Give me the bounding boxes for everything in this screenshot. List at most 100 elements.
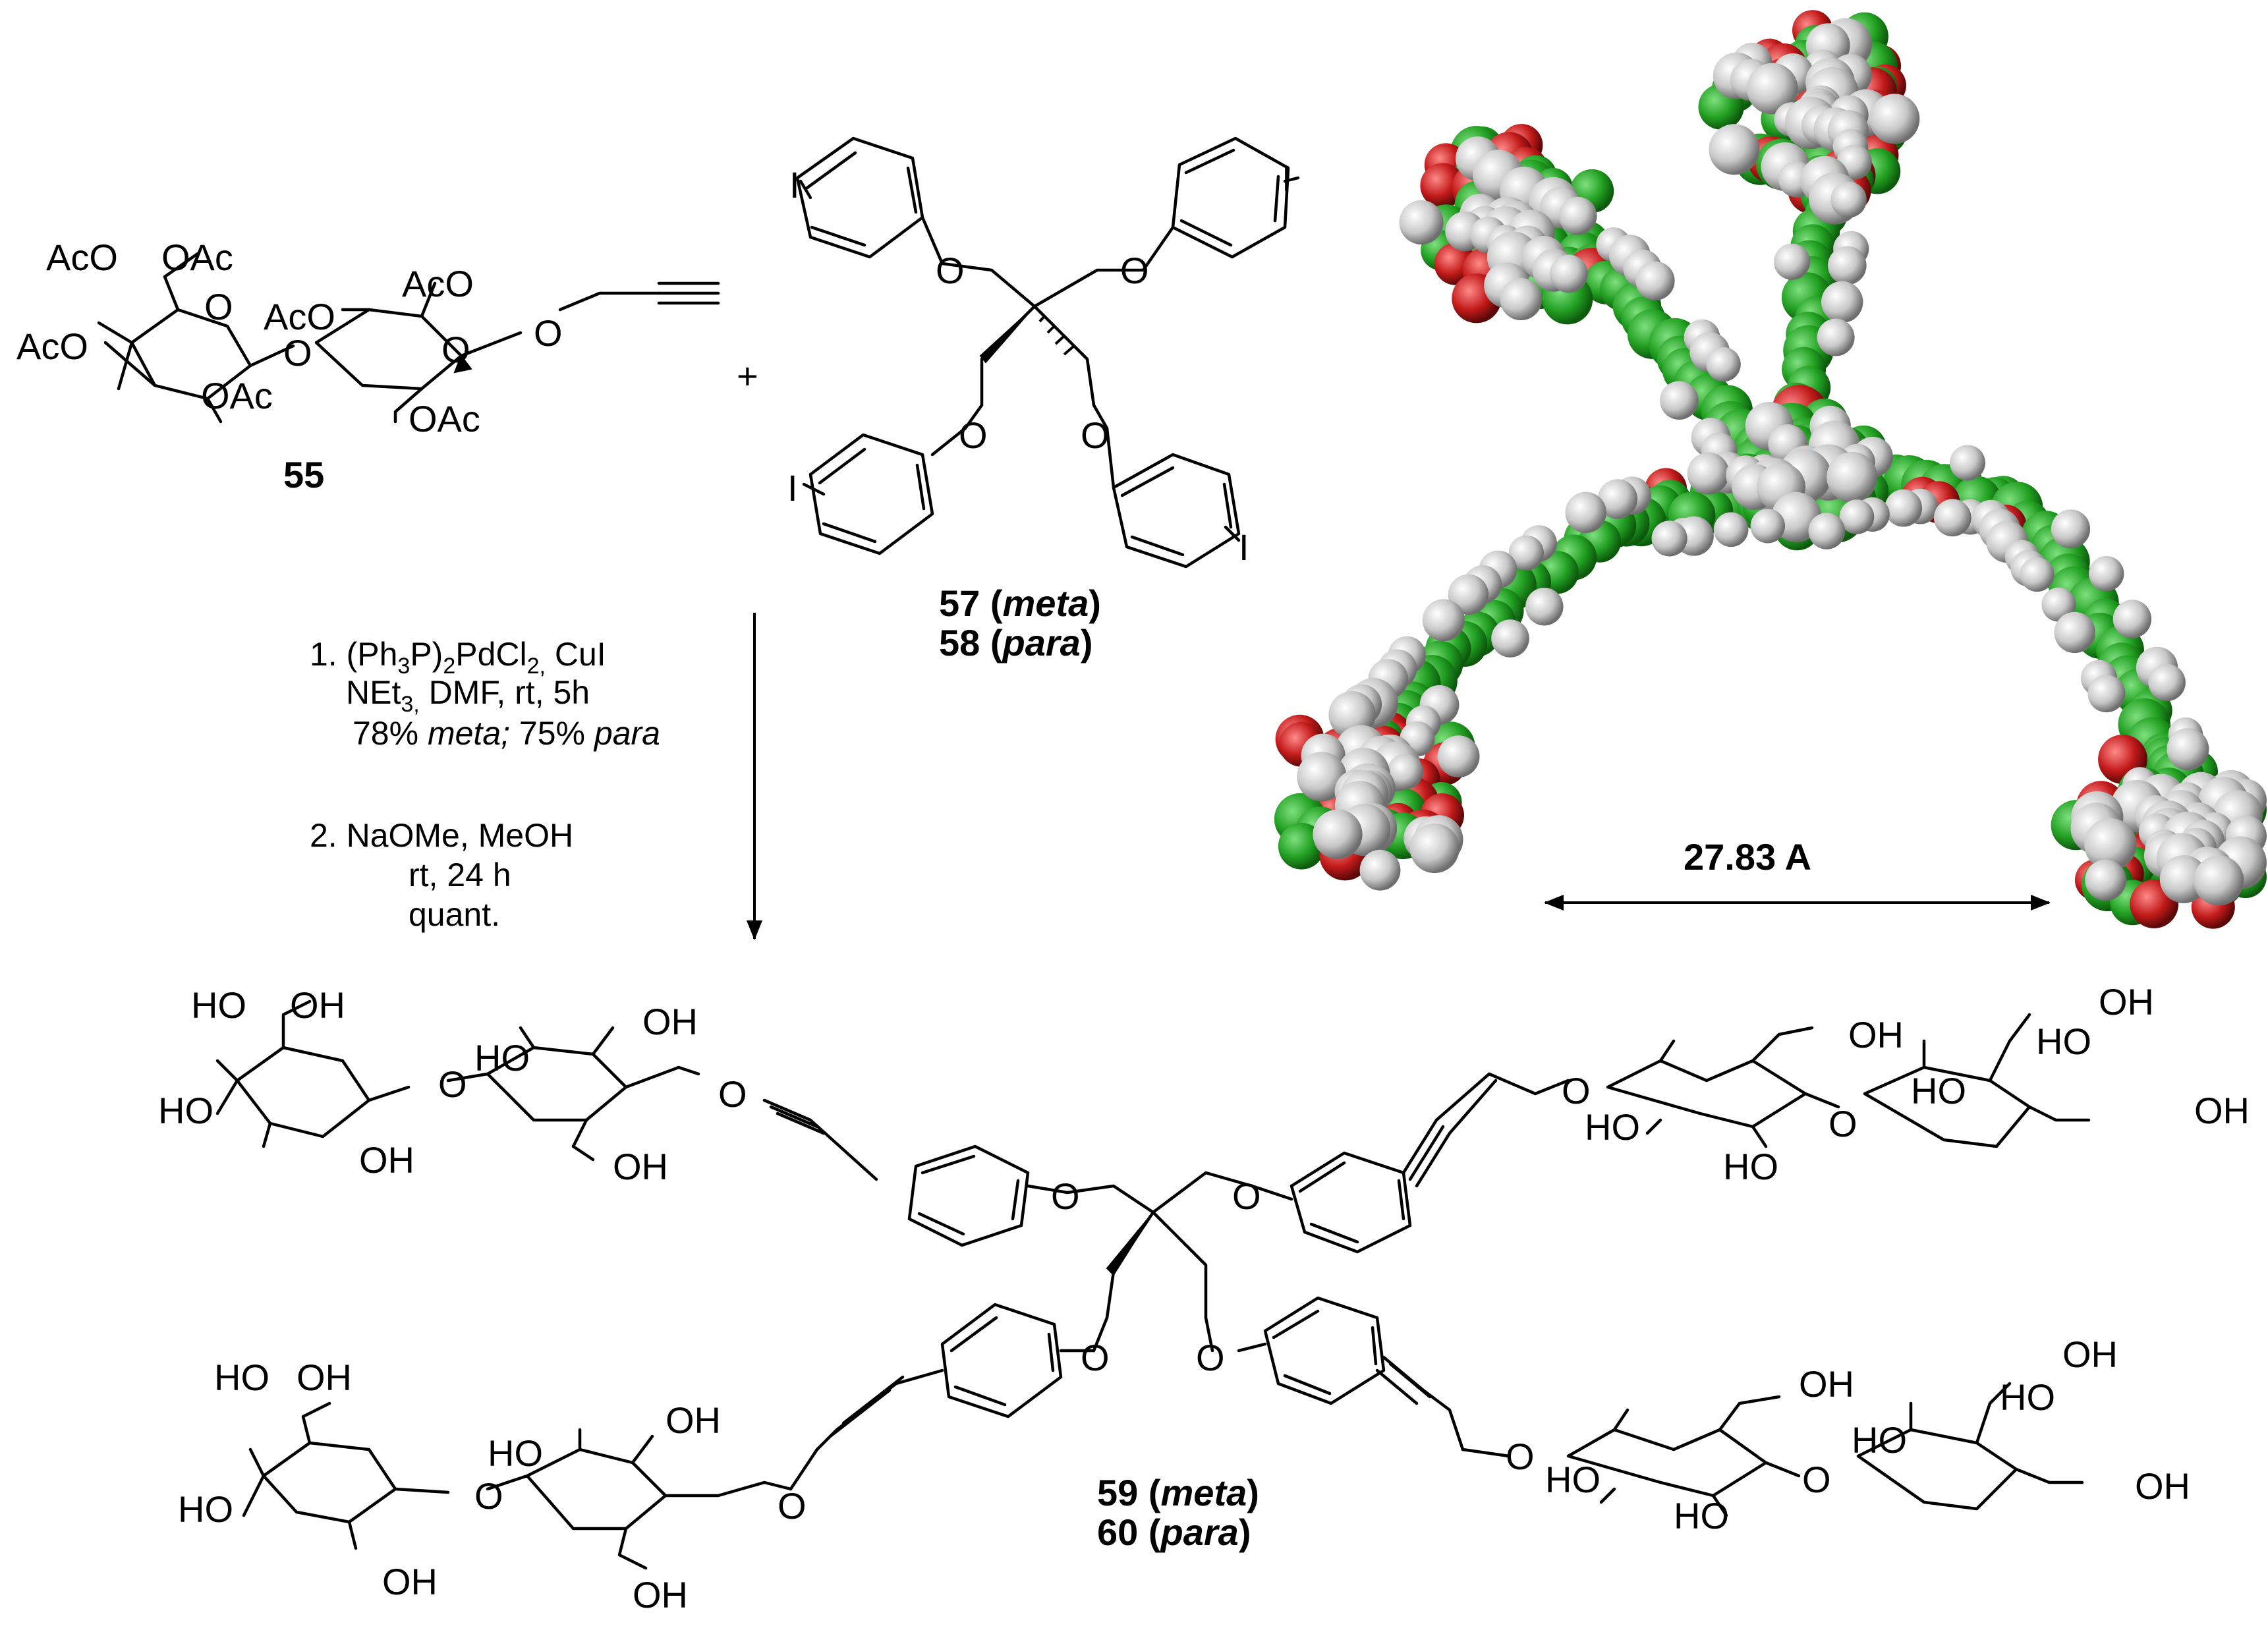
product-o-6: O [1829,1103,1857,1144]
hydrogen-atom [1399,200,1444,245]
hydrogen-atom [1660,381,1699,420]
hydrogen-atom [2054,611,2095,654]
hydrogen-atom [2041,587,2076,622]
oh-label-18: OH [382,1561,438,1602]
hydrogen-atom [1713,512,1749,548]
hydrogen-atom [2194,855,2244,906]
condition-step1-line1: 1. (Ph3P)2PdCl2, CuI [310,636,606,679]
oh-label-15: HO [214,1357,269,1398]
compound-57-label: 57 (meta) [939,582,1101,624]
hydrogen-atom [1830,181,1867,218]
cond-3b: meta; [428,715,510,752]
product-o-10: O [778,1485,807,1527]
label-bridge-o: O [283,332,312,374]
iodine-2: I [1282,157,1292,199]
oh-label-25: HO [1852,1419,1907,1461]
compound-58-number: 58 [939,622,980,663]
cond-3a: 78% [353,715,428,752]
oh-label-1: HO [191,984,246,1026]
label-oac-3: OAc [409,398,480,439]
hydrogen-atom [2020,557,2055,592]
oh-label-20: OH [666,1399,721,1441]
compound-60-tag: para [1160,1511,1239,1553]
hydrogen-atom [1821,281,1863,324]
cond-2b: 3, [401,692,419,717]
oh-label-28: HO [1674,1495,1729,1536]
hydrogen-atom [1550,254,1588,293]
oh-label-24: HO [2000,1376,2055,1418]
hydrogen-atom [1565,492,1606,533]
oh-label-19: HO [488,1432,543,1474]
product-59-60-structure [215,999,2091,1570]
oh-label-7: OH [613,1146,668,1187]
distance-label: 27.83 A [1684,836,1811,878]
hydrogen-atom [1869,94,1920,144]
oh-label-8: OH [1848,1014,1904,1055]
ether-o-1: O [936,250,965,291]
oh-label-17: HO [178,1488,233,1530]
cond-1f: 2, [527,654,546,679]
compound-58-label: 58 (para) [939,622,1092,663]
oh-label-16: OH [297,1357,352,1398]
oh-label-26: OH [2135,1465,2190,1507]
hydrogen-atom [1709,124,1760,175]
hydrogen-atom [1508,535,1544,571]
product-o-12: O [1802,1459,1831,1500]
hydrogen-atom [1933,499,1971,537]
ether-o-2: O [1120,250,1149,291]
compound-60-label: 60 (para) [1097,1511,1251,1553]
hydrogen-atom [2051,509,2091,549]
ether-o-3: O [959,414,988,456]
condition-step1-line3: 78% meta; 75% para [353,715,660,752]
oh-label-2: OH [290,984,345,1026]
hydrogen-atom [1950,445,1985,481]
label-ring-o-glc: O [441,329,470,370]
hydrogen-atom [2159,855,2208,903]
hydrogen-atom [1651,521,1687,557]
label-oac-1: OAc [161,237,233,278]
hydrogen-atom [1706,347,1741,382]
label-aco-3: AcO [264,296,335,337]
oh-label-23: OH [2062,1334,2118,1375]
iodine-3: I [787,467,798,509]
compound-57-tag: meta [1003,582,1089,624]
compound-55-label: 55 [283,454,324,495]
oh-label-22: OH [1799,1363,1854,1405]
cond-3d: para [593,715,660,752]
hydrogen-atom [2148,663,2186,702]
cond-1e: PdCl [455,636,526,673]
hydrogen-atom [1558,196,1597,235]
condition-step2-line1: 2. NaOMe, MeOH [310,817,573,854]
label-aco-2: AcO [16,325,88,367]
label-oac-2: OAc [201,375,273,416]
hydrogen-atom [1297,752,1347,802]
oh-label-21: OH [633,1574,688,1616]
hydrogen-atom [2085,859,2126,901]
space-filling-model [1274,10,2267,929]
product-o-11: O [1506,1436,1535,1477]
product-hydroxyl-labels: HO OH HO OH HO OH OH OH OH HO HO OH HO H… [158,981,2250,1616]
cond-1b: 3 [397,654,410,679]
iodine-4: I [1239,526,1249,568]
hydrogen-atom [1448,574,1489,615]
compound-60-number: 60 [1097,1511,1138,1553]
product-o-7: O [1081,1337,1110,1378]
oh-label-3: HO [158,1090,213,1131]
hydrogen-atom [1687,452,1730,495]
cond-1c: P) [410,636,443,673]
cond-2c: DMF, rt, 5h [420,674,590,711]
hydrogen-atom [2089,556,2124,592]
compound-55-structure [97,252,720,424]
hydrogen-atom [1839,499,1875,534]
compound-57-number: 57 [939,582,980,624]
oh-label-11: HO [1911,1070,1966,1111]
oh-label-12: OH [2194,1090,2250,1131]
ether-o-4: O [1081,414,1110,456]
product-o-8: O [1196,1337,1225,1378]
hydrogen-atom [1313,809,1363,859]
label-aco-1: AcO [46,237,118,278]
oh-label-10: HO [2036,1021,2091,1062]
hydrogen-atom [1746,63,1798,115]
oh-label-4: OH [359,1139,414,1181]
